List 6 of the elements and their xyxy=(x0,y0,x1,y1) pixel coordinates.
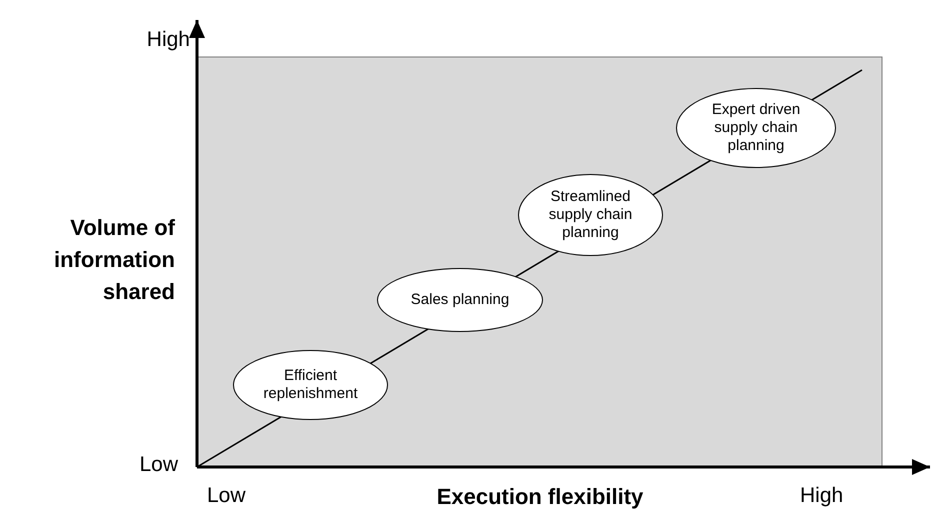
axis-tick-label: Low xyxy=(138,453,178,477)
axis-tick-label: High xyxy=(800,484,844,508)
axis-tick-label: Low xyxy=(207,484,247,508)
axis-title: Execution flexibility xyxy=(436,484,644,510)
axis-title: Volume of information shared xyxy=(53,214,175,306)
axis-tick-label: High xyxy=(146,28,190,52)
